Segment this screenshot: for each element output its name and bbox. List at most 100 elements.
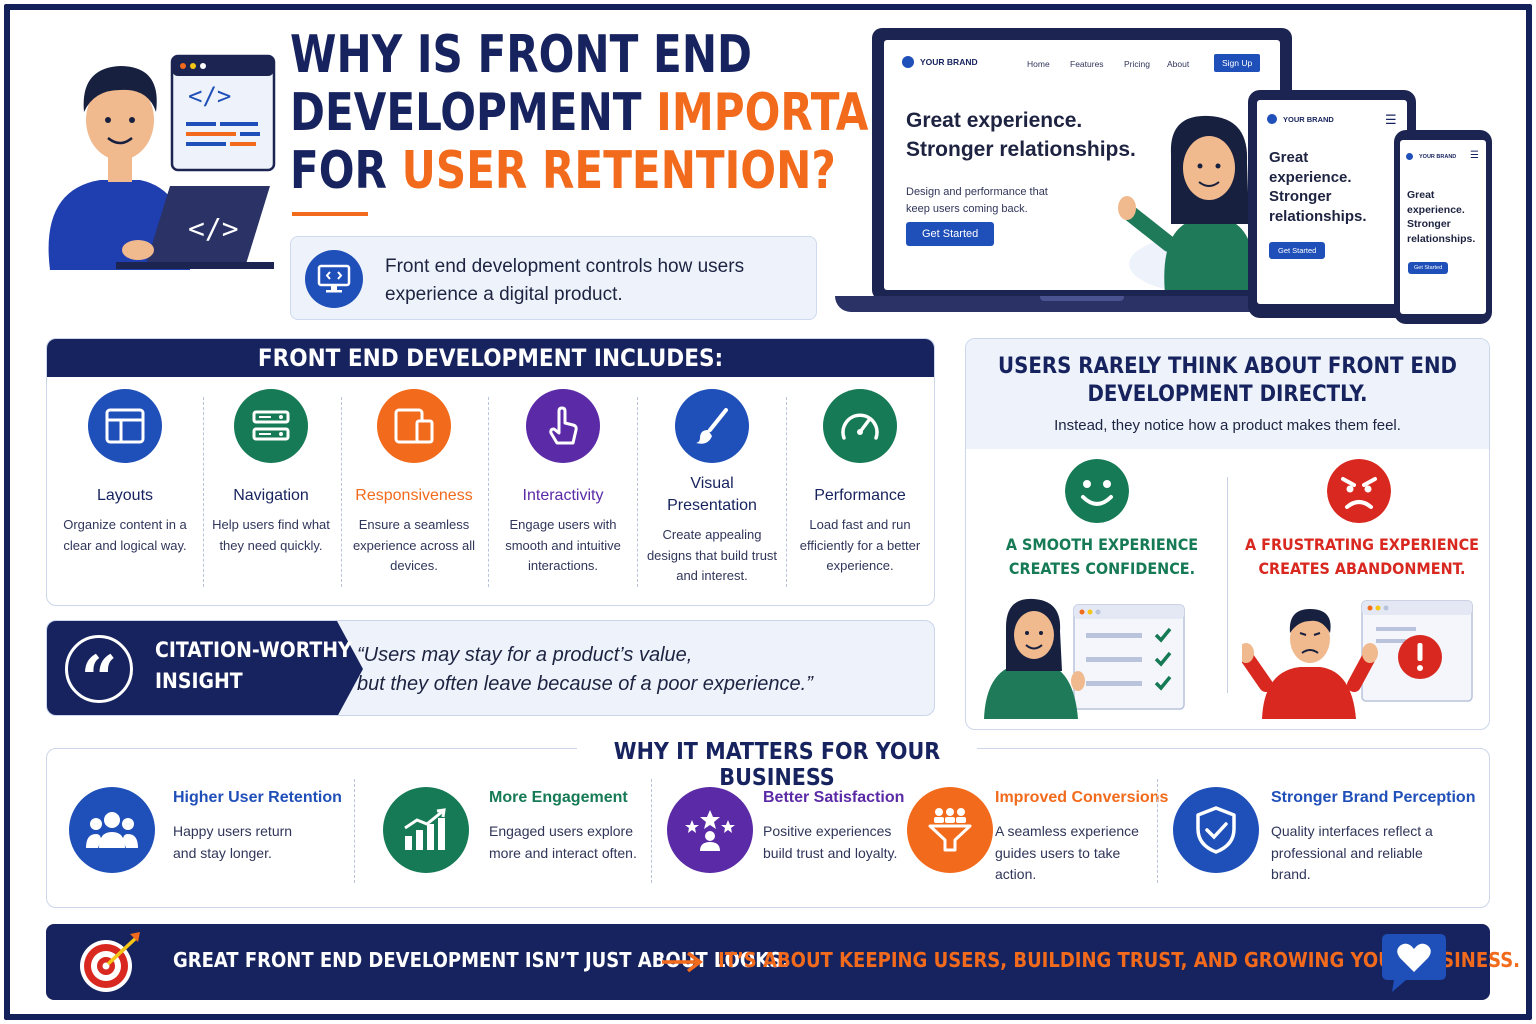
tablet-brand: YOUR BRAND xyxy=(1267,114,1334,124)
happy-user-checklist-illustration xyxy=(984,598,1185,719)
laptop-code-glyph: </> xyxy=(188,212,239,245)
tablet-get-started-button[interactable]: Get Started xyxy=(1269,242,1326,259)
satisfaction-stars-icon xyxy=(667,787,753,873)
mockup-nav-home[interactable]: Home xyxy=(1027,59,1050,69)
mockup-hero-subtitle: Design and performance that keep users c… xyxy=(906,186,1048,215)
navigation-icon xyxy=(234,389,308,463)
mockup-nav-features[interactable]: Features xyxy=(1070,59,1104,69)
target-arrow-icon xyxy=(80,932,140,992)
window-code-glyph: </> xyxy=(188,82,232,110)
include-desc: Engage users with smooth and intuitive i… xyxy=(505,517,621,573)
include-item-navigation: Navigation Help users find what they nee… xyxy=(197,389,345,556)
brand-logo-icon xyxy=(1406,153,1413,160)
tablet-hero-title: Great experience. Stronger relationships… xyxy=(1269,149,1367,225)
conversion-funnel-icon xyxy=(907,787,993,873)
page-frame xyxy=(4,4,1532,1020)
intro-text: Front end development controls how users… xyxy=(385,256,745,305)
quote-text: “Users may stay for a product’s value, b… xyxy=(357,644,813,695)
gauge-icon xyxy=(823,389,897,463)
business-name: Better Satisfaction xyxy=(763,789,905,806)
users-subheading: Instead, they notice how a product makes… xyxy=(1054,417,1401,434)
column-divider xyxy=(488,397,489,587)
page-title: WHY IS FRONT END DEVELOPMENT IMPORTANT F… xyxy=(290,26,933,201)
include-item-visual-presentation: Visual Presentation Create appealing des… xyxy=(638,389,786,587)
intro-box: Front end development controls how users… xyxy=(290,236,817,320)
business-heading: WHY IT MATTERS FOR YOUR BUSINESS xyxy=(577,739,977,791)
business-desc: Happy users return and stay longer. xyxy=(173,823,293,861)
phone-menu-icon[interactable]: ☰ xyxy=(1470,150,1479,161)
bottom-banner: GREAT FRONT END DEVELOPMENT ISN’T JUST A… xyxy=(46,924,1520,1000)
frustrating-experience-label: A FRUSTRATING EXPERIENCE CREATES ABANDON… xyxy=(1244,535,1479,578)
title-line-3: FOR USER RETENTION? xyxy=(290,141,836,201)
tablet-menu-icon[interactable]: ☰ xyxy=(1385,112,1397,127)
smiley-face-icon xyxy=(1065,459,1129,523)
column-divider xyxy=(786,397,787,587)
column-divider xyxy=(341,397,342,587)
includes-heading: FRONT END DEVELOPMENT INCLUDES: xyxy=(47,339,934,377)
mockup-brand: YOUR BRAND xyxy=(902,56,978,68)
laptop-notch xyxy=(1040,296,1124,301)
users-divider xyxy=(1227,477,1228,693)
column-divider xyxy=(1157,779,1158,883)
laptop-mockup: YOUR BRAND Home Features Pricing About S… xyxy=(872,28,1292,300)
business-panel: WHY IT MATTERS FOR YOUR BUSINESS Higher … xyxy=(46,739,1490,908)
phone-hero-title: Great experience. Stronger relationships… xyxy=(1407,189,1476,245)
include-name: Interactivity xyxy=(522,487,604,504)
business-name: Stronger Brand Perception xyxy=(1271,789,1476,806)
column-divider xyxy=(354,779,355,883)
include-desc: Create appealing designs that build trus… xyxy=(646,527,778,583)
monitor-code-icon xyxy=(305,250,363,308)
pointer-icon xyxy=(526,389,600,463)
brand-logo-icon xyxy=(902,56,914,68)
include-name: Responsiveness xyxy=(355,487,473,504)
heart-chat-icon xyxy=(1382,934,1446,992)
include-name: Visual Presentation xyxy=(667,475,757,514)
tablet-screen-content: YOUR BRAND ☰ Great experience. Stronger … xyxy=(1257,100,1407,304)
include-desc: Ensure a seamless experience across all … xyxy=(352,517,476,573)
includes-panel: FRONT END DEVELOPMENT INCLUDES: Layouts … xyxy=(46,338,935,606)
business-desc: A seamless experience guides users to ta… xyxy=(995,823,1139,882)
users-panel-header xyxy=(966,339,1489,449)
mockup-get-started-button[interactable]: Get Started xyxy=(906,222,995,246)
laptop-screen-content: YOUR BRAND Home Features Pricing About S… xyxy=(884,40,1280,290)
include-item-layouts: Layouts Organize content in a clear and … xyxy=(51,389,199,556)
column-divider xyxy=(203,397,204,587)
include-item-performance: Performance Load fast and run efficientl… xyxy=(786,389,934,577)
include-name: Navigation xyxy=(233,487,309,504)
laptop-base xyxy=(835,296,1329,312)
mockup-nav-pricing[interactable]: Pricing xyxy=(1124,59,1150,69)
quote-label: CITATION-WORTHY INSIGHT xyxy=(155,638,352,693)
business-name: Higher User Retention xyxy=(173,789,342,806)
arrow-right-icon xyxy=(662,951,703,973)
users-group-icon xyxy=(69,787,155,873)
column-divider xyxy=(651,779,652,883)
business-name: More Engagement xyxy=(489,789,628,806)
include-item-interactivity: Interactivity Engage users with smooth a… xyxy=(489,389,637,577)
include-item-responsiveness: Responsiveness Ensure a seamless experie… xyxy=(340,389,488,577)
title-line-2: DEVELOPMENT IMPORTANT xyxy=(290,83,933,143)
include-desc: Help users find what they need quickly. xyxy=(212,517,330,553)
shield-check-icon xyxy=(1173,787,1259,873)
layout-icon xyxy=(88,389,162,463)
quote-mark-icon: “ xyxy=(65,635,133,715)
woman-waving-illustration xyxy=(1118,115,1279,290)
include-name: Performance xyxy=(814,487,906,504)
include-desc: Organize content in a clear and logical … xyxy=(63,517,187,553)
business-desc: Engaged users explore more and interact … xyxy=(489,823,637,861)
mockup-signup-button[interactable]: Sign Up xyxy=(1214,54,1261,72)
phone-brand: YOUR BRAND xyxy=(1406,153,1456,160)
include-desc: Load fast and run efficiently for a bett… xyxy=(799,517,921,573)
column-divider xyxy=(637,397,638,587)
phone-screen-content: YOUR BRAND ☰ Great experience. Stronger … xyxy=(1400,140,1486,314)
brush-icon xyxy=(675,389,749,463)
smooth-experience-label: A SMOOTH EXPERIENCE CREATES CONFIDENCE. xyxy=(1005,535,1199,578)
phone-get-started-button[interactable]: Get Started xyxy=(1408,262,1449,274)
tablet-mockup: YOUR BRAND ☰ Great experience. Stronger … xyxy=(1248,90,1416,318)
mockup-nav-about[interactable]: About xyxy=(1167,59,1190,69)
growth-chart-icon xyxy=(383,787,469,873)
include-name: Layouts xyxy=(96,487,154,504)
brand-logo-icon xyxy=(1267,114,1277,124)
devices-icon xyxy=(377,389,451,463)
users-panel: USERS RARELY THINK ABOUT FRONT END DEVEL… xyxy=(965,338,1490,730)
banner-left-text: GREAT FRONT END DEVELOPMENT ISN’T JUST A… xyxy=(173,948,789,972)
